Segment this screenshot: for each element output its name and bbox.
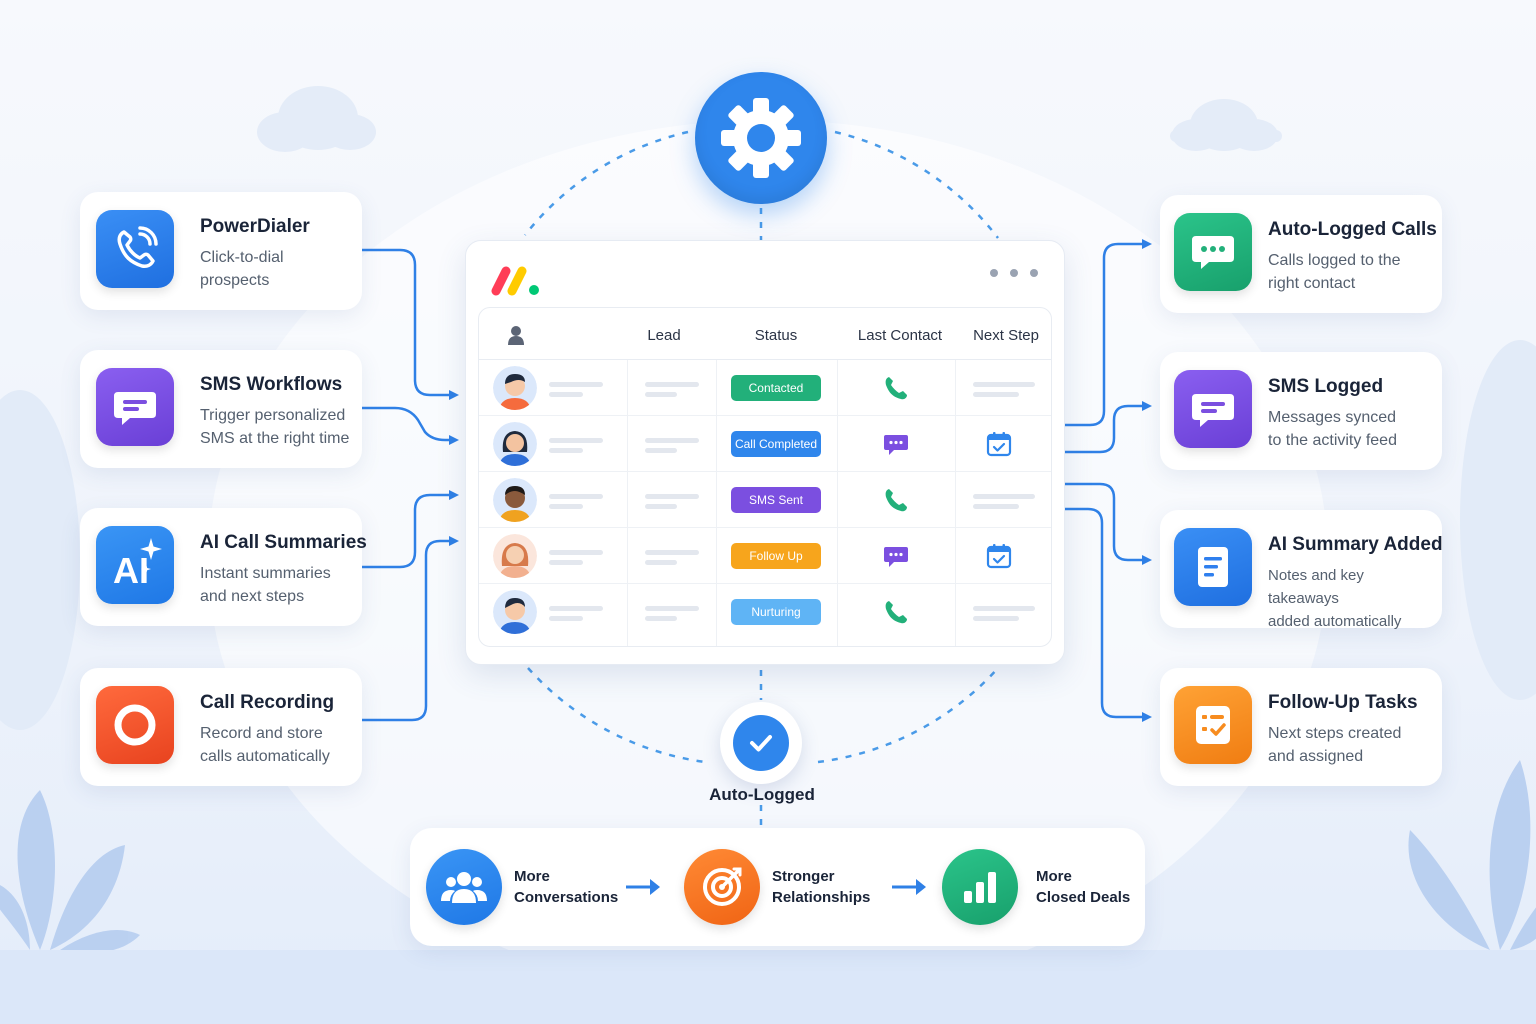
chat-dots-icon: [1174, 213, 1252, 291]
column-header-lead[interactable]: Lead: [647, 327, 681, 344]
dashed-orbit: [524, 130, 999, 826]
cloud-right-icon: [1170, 99, 1282, 151]
people-icon: [426, 849, 502, 925]
table-header: Lead Status Last Contact Next Step: [479, 308, 1051, 360]
feature-card-sms-workflows[interactable]: SMS Workflows Trigger personalized SMS a…: [80, 350, 362, 468]
chat-icon[interactable]: [882, 430, 910, 458]
ground-strip: [0, 950, 1536, 1024]
column-header-last-contact[interactable]: Last Contact: [857, 327, 943, 344]
automation-hub: [695, 72, 827, 204]
feature-description: Click-to-dial prospects: [200, 249, 284, 289]
chat-icon: [96, 368, 174, 446]
feature-title: SMS Logged: [1268, 376, 1384, 397]
auto-logged-badge: [720, 702, 802, 784]
column-header-status[interactable]: Status: [754, 327, 798, 344]
status-badge[interactable]: Contacted: [731, 375, 821, 401]
plant-right-icon: [1408, 760, 1536, 950]
plant-left-icon: [0, 790, 140, 953]
app-logo-icon: [491, 266, 539, 296]
status-badge[interactable]: Follow Up: [731, 543, 821, 569]
feature-description: Notes and key takeaways added automatica…: [1268, 567, 1402, 630]
arrow-right-icon: [892, 879, 926, 895]
feature-description: Next steps created and assigned: [1268, 725, 1402, 765]
phone-icon[interactable]: [882, 598, 910, 626]
feature-title: AI Call Summaries: [200, 532, 367, 553]
avatar: [493, 422, 537, 466]
feature-title: AI Summary Added: [1268, 534, 1443, 555]
feature-title: Follow-Up Tasks: [1268, 692, 1418, 713]
feature-description: Trigger personalized SMS at the right ti…: [200, 407, 350, 447]
calendar-icon[interactable]: [985, 542, 1013, 570]
status-badge[interactable]: Nurturing: [731, 599, 821, 625]
feature-description: Calls logged to the right contact: [1268, 252, 1401, 292]
feature-description: Instant summaries and next steps: [200, 565, 331, 605]
arrow-right-icon: [626, 879, 660, 895]
feature-description: Record and store calls automatically: [200, 725, 330, 765]
ai-sparkle-icon: AI: [96, 526, 174, 604]
feature-card-ai-call-summaries[interactable]: AI AI Call Summaries Instant summaries a…: [80, 508, 367, 626]
column-header-next-step[interactable]: Next Step: [973, 327, 1039, 344]
avatar: [493, 366, 537, 410]
table-row[interactable]: Nurturing: [479, 584, 1051, 640]
feature-title: Auto-Logged Calls: [1268, 219, 1437, 240]
document-icon: [1174, 528, 1252, 606]
feature-title: PowerDialer: [200, 216, 310, 237]
leads-table: Lead Status Last Contact Next Step Conta…: [478, 307, 1052, 647]
chat-icon[interactable]: [882, 542, 910, 570]
feature-description: Messages synced to the activity feed: [1268, 409, 1397, 449]
feature-card-auto-logged-calls[interactable]: Auto-Logged Calls Calls logged to the ri…: [1160, 195, 1442, 313]
table-row[interactable]: Follow Up: [479, 528, 1051, 584]
feature-title: SMS Workflows: [200, 374, 343, 395]
feature-card-ai-summary-added[interactable]: AI Summary Added Notes and key takeaways…: [1160, 510, 1443, 630]
phone-icon[interactable]: [882, 374, 910, 402]
record-icon: [96, 686, 174, 764]
checkmark-icon: [733, 715, 789, 771]
auto-logged-label: Auto-Logged: [709, 785, 815, 804]
avatar: [493, 534, 537, 578]
crm-board: Lead Status Last Contact Next Step Conta…: [465, 240, 1065, 665]
status-badge[interactable]: Call Completed: [731, 431, 821, 457]
phone-icon: [96, 210, 174, 288]
feature-title: Call Recording: [200, 692, 335, 713]
cloud-left-icon: [257, 86, 376, 152]
avatar: [493, 478, 537, 522]
calendar-icon[interactable]: [985, 430, 1013, 458]
avatar: [493, 590, 537, 634]
gear-icon: [721, 98, 801, 178]
table-row[interactable]: Call Completed: [479, 416, 1051, 472]
user-icon: [508, 326, 524, 345]
feature-card-call-recording[interactable]: Call Recording Record and store calls au…: [80, 668, 362, 786]
checklist-icon: [1174, 686, 1252, 764]
chat-icon: [1174, 370, 1252, 448]
status-badge[interactable]: SMS Sent: [731, 487, 821, 513]
table-row[interactable]: Contacted: [479, 360, 1051, 416]
phone-icon[interactable]: [882, 486, 910, 514]
more-options-icon[interactable]: [990, 269, 1038, 277]
feature-card-follow-up-tasks[interactable]: Follow-Up Tasks Next steps created and a…: [1160, 668, 1442, 786]
bar-chart-icon: [942, 849, 1018, 925]
target-icon: [684, 849, 760, 925]
table-row[interactable]: SMS Sent: [479, 472, 1051, 528]
feature-card-powerdialer[interactable]: PowerDialer Click-to-dial prospects: [80, 192, 362, 310]
feature-card-sms-logged[interactable]: SMS Logged Messages synced to the activi…: [1160, 352, 1442, 470]
